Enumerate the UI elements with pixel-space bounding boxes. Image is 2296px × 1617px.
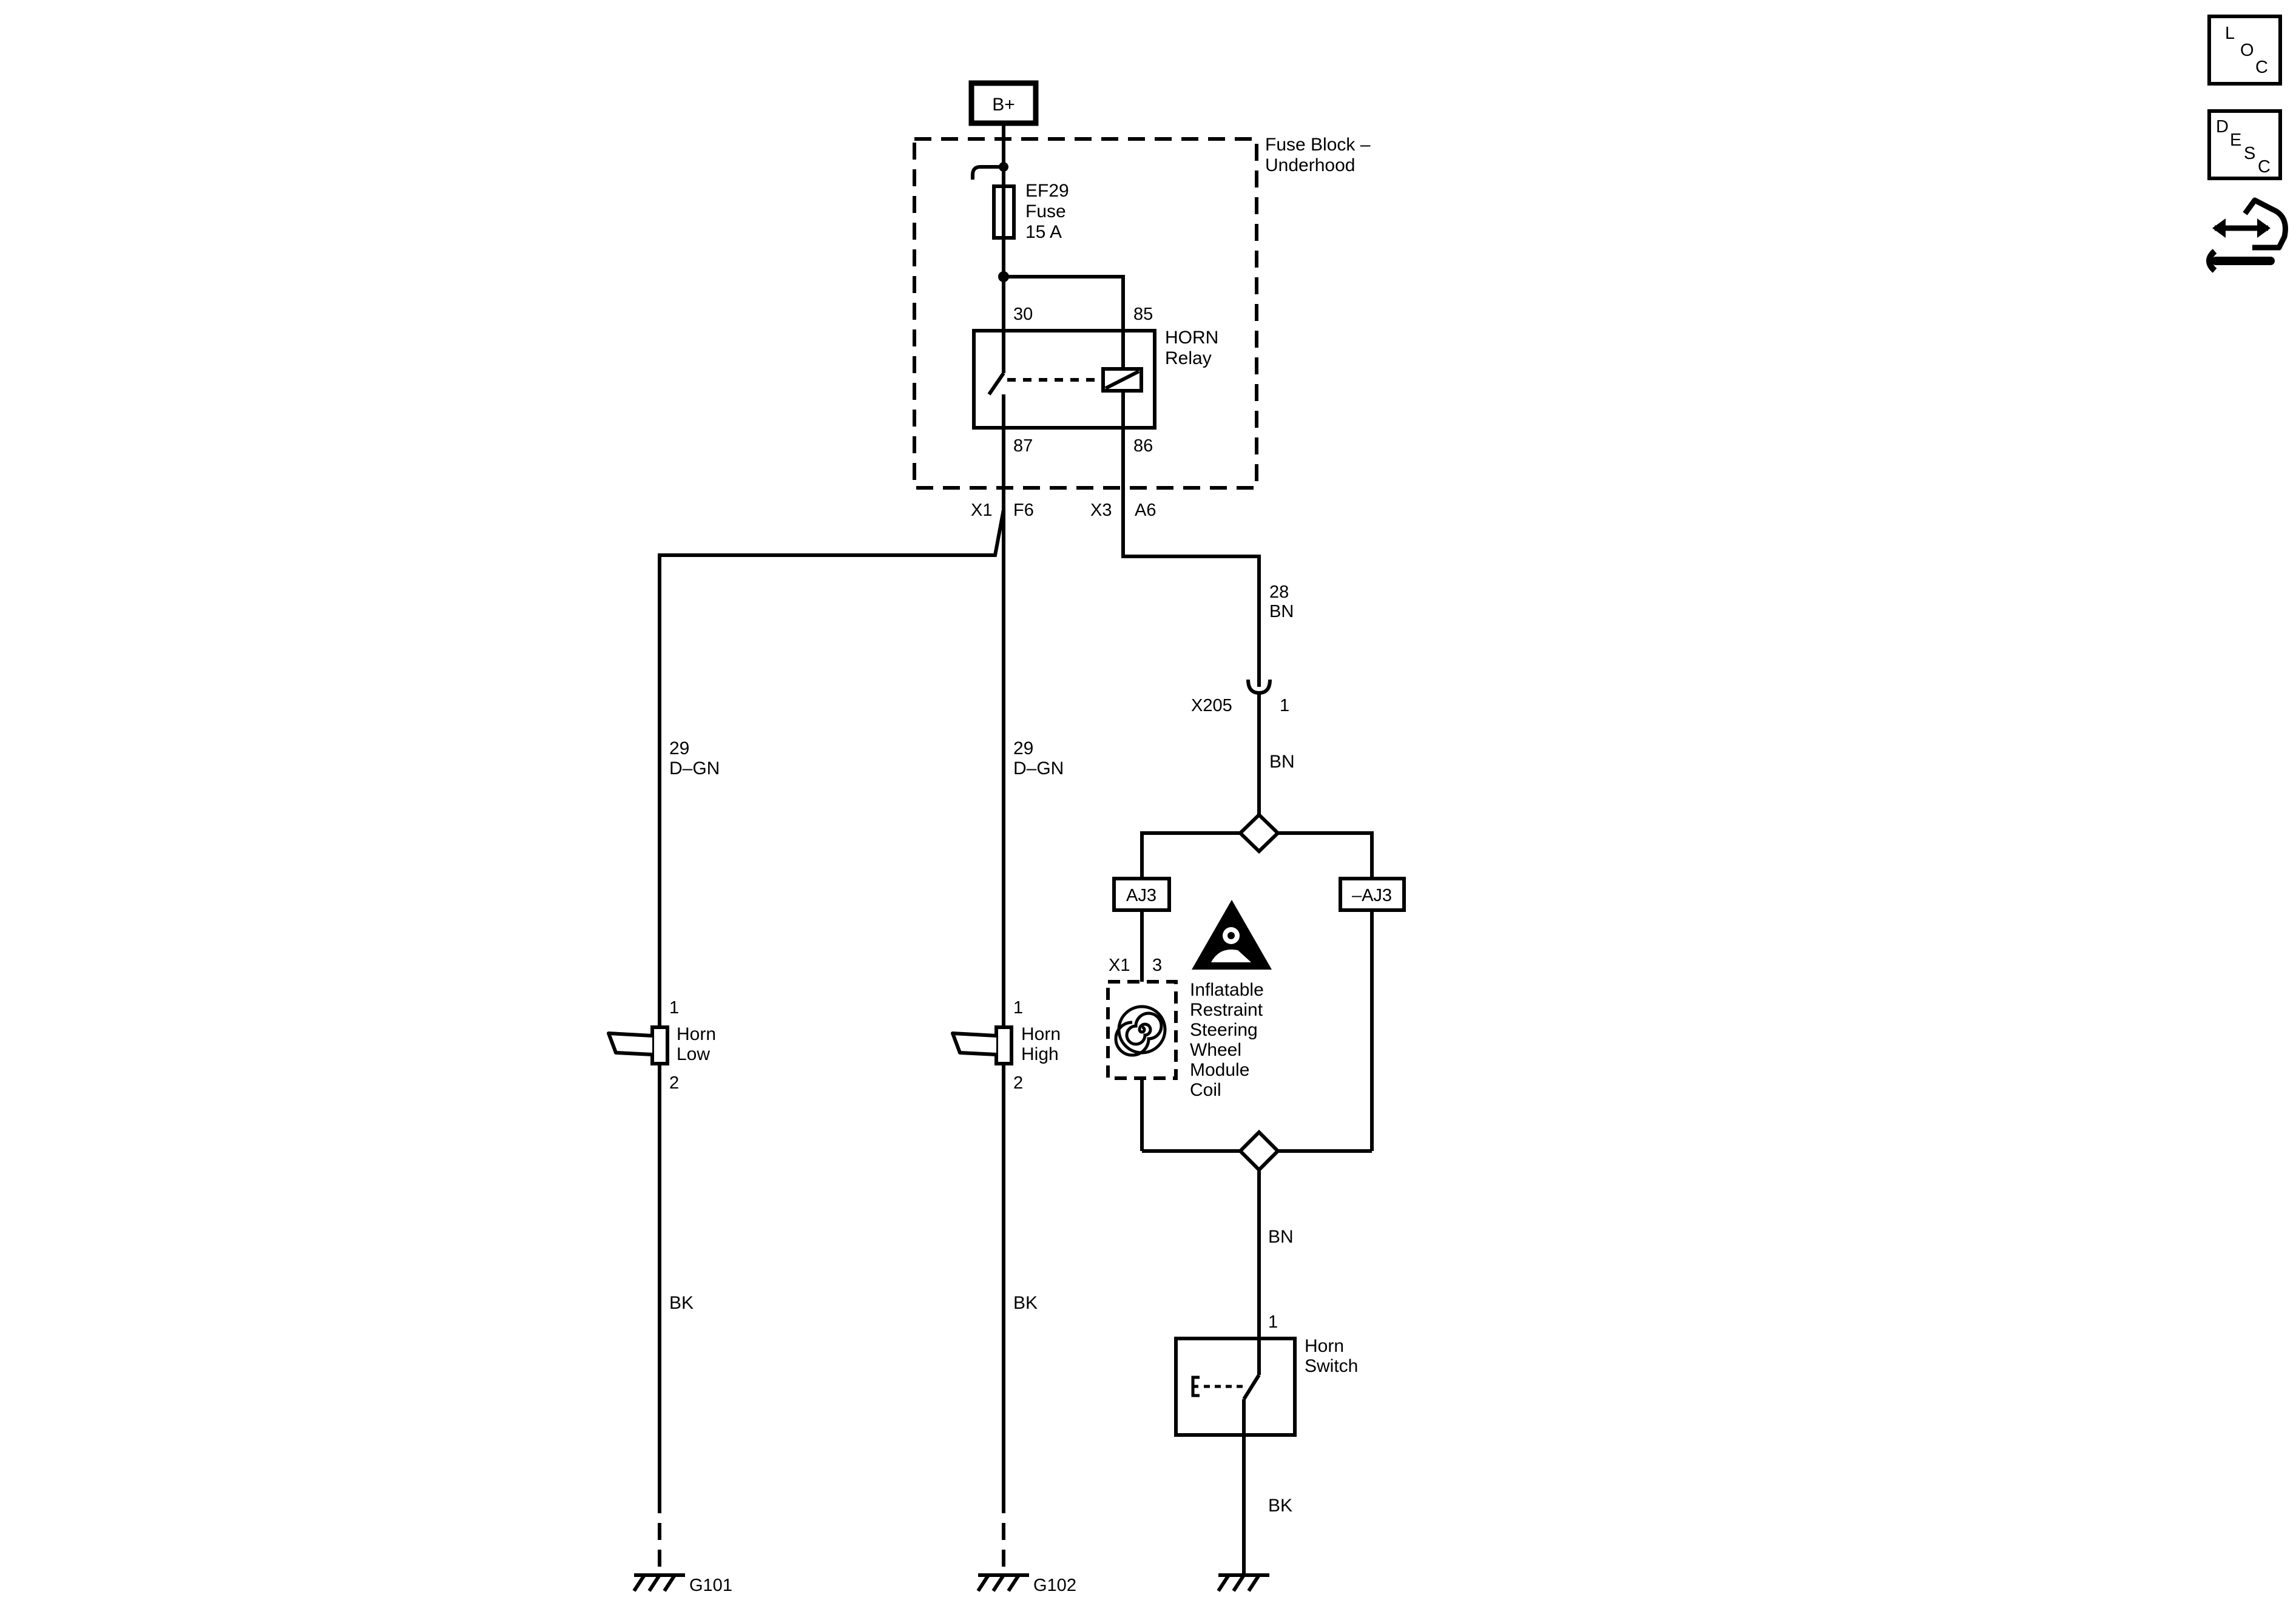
locator-letter-o: O [2240, 41, 2254, 60]
horn-high-label-line2: High [1021, 1044, 1059, 1064]
sir-coil-label-line1: Inflatable [1190, 980, 1264, 1000]
fuse-label-line1: EF29 [1025, 181, 1069, 201]
sir-coil-label-line3: Steering [1190, 1020, 1258, 1040]
horn-switch-label-line2: Switch [1305, 1356, 1358, 1376]
option-split-diamond-top [1237, 812, 1281, 854]
ground-g101-icon [632, 1573, 685, 1592]
sir-connector-pin-label: 3 [1152, 956, 1162, 975]
horn-high-ground-color: BK [1013, 1293, 1038, 1313]
connector-a6-label: A6 [1135, 501, 1156, 520]
ground-g101-label: G101 [689, 1576, 732, 1595]
arrows-wrench-icon[interactable] [2206, 197, 2288, 273]
sir-coil-label-line6: Coil [1190, 1080, 1221, 1100]
horn-high[interactable] [951, 1025, 1013, 1065]
description-letter-e: E [2230, 130, 2241, 150]
horn-switch[interactable] [1174, 1337, 1297, 1437]
horn-high-wire-number: 29 [1013, 738, 1033, 758]
horn-high-label-line1: Horn [1021, 1024, 1061, 1044]
horn-relay[interactable] [972, 329, 1156, 430]
connector-x1-label: X1 [971, 501, 992, 520]
description-letter-s: S [2244, 144, 2255, 163]
fuse-label-line3: 15 A [1025, 222, 1062, 242]
component-locator-button[interactable]: L O C [2207, 15, 2282, 86]
fuse-block-node-top [999, 162, 1008, 172]
relay-pin-87: 87 [1013, 436, 1033, 456]
horn-low-label-line1: Horn [677, 1024, 716, 1044]
fuse-block-label-line1: Fuse Block – [1265, 135, 1371, 155]
option-aj3-wire-top [1140, 831, 1240, 879]
relay-control-wire[interactable] [1121, 428, 1261, 670]
ground-g102-icon [976, 1573, 1029, 1592]
horn-high-pin-2: 2 [1013, 1073, 1023, 1093]
horn-high-pin-1: 1 [1013, 998, 1023, 1018]
connector-x205-label: X205 [1191, 696, 1232, 715]
relay-coil-feed-wire [1004, 275, 1125, 331]
sir-coil-label-line4: Wheel [1190, 1040, 1241, 1060]
relay-label-line2: Relay [1165, 348, 1212, 368]
horn-low-pin-1: 1 [669, 998, 679, 1018]
control-wire-color-middle: BN [1269, 752, 1295, 772]
control-wire-color-lower: BN [1268, 1227, 1294, 1247]
horn-low-ground-color: BK [669, 1293, 694, 1313]
ground-horn-switch-icon [1217, 1573, 1269, 1592]
relay-pin-30: 30 [1013, 305, 1033, 324]
horn-low-wire-color: D–GN [669, 758, 720, 778]
fuse-label-line2: Fuse [1025, 201, 1066, 221]
relay-pin-85: 85 [1133, 305, 1153, 324]
sir-coil-label-line2: Restraint [1190, 1000, 1263, 1020]
option-no-aj3-wire-top [1278, 831, 1374, 879]
locator-letter-l: L [2225, 24, 2235, 43]
option-aj3-box[interactable]: AJ3 [1112, 877, 1171, 912]
airbag-warning-icon [1192, 900, 1272, 970]
description-letter-c: C [2258, 157, 2271, 177]
connector-x205-pin: 1 [1280, 696, 1289, 715]
horn-high-wire-color: D–GN [1013, 758, 1064, 778]
fuse-block-label-line2: Underhood [1265, 155, 1355, 175]
control-wire-number: 28 [1269, 582, 1289, 602]
horn-switch-pin-label: 1 [1268, 1312, 1278, 1332]
horn-low[interactable] [607, 1025, 669, 1065]
connector-f6-label: F6 [1013, 501, 1034, 520]
battery-positive-label: B+ [992, 95, 1015, 115]
relay-label-line1: HORN [1165, 328, 1218, 348]
horn-switch-ground-color: BK [1268, 1496, 1292, 1516]
option-no-aj3-label: –AJ3 [1352, 886, 1392, 905]
sir-steering-wheel-coil[interactable] [1106, 980, 1178, 1080]
connector-x205[interactable] [1246, 670, 1272, 695]
horn-switch-label-line1: Horn [1305, 1336, 1344, 1356]
horn-low-wire-number: 29 [669, 738, 689, 758]
option-aj3-label: AJ3 [1126, 886, 1156, 905]
horn-low-pin-2: 2 [669, 1073, 679, 1093]
ground-g102-label: G102 [1033, 1576, 1076, 1595]
sir-connector-x1-label: X1 [1109, 956, 1130, 975]
connector-x3-label: X3 [1090, 501, 1112, 520]
fuse-ef29[interactable] [992, 184, 1016, 240]
description-operation-button[interactable]: D E S C [2207, 109, 2282, 180]
option-join-diamond-bottom [1237, 1129, 1281, 1173]
battery-positive-block[interactable]: B+ [968, 80, 1039, 126]
sir-coil-label-line5: Module [1190, 1060, 1249, 1080]
locator-letter-c: C [2255, 58, 2268, 77]
description-letter-d: D [2216, 117, 2229, 137]
horn-low-feed-wire[interactable] [658, 509, 1005, 1027]
fuse-block-boundary [913, 137, 1258, 490]
option-no-aj3-box[interactable]: –AJ3 [1339, 877, 1406, 912]
horn-low-label-line2: Low [677, 1044, 710, 1064]
control-wire-color-upper: BN [1269, 602, 1294, 621]
fuse-block-hook [971, 165, 1004, 180]
relay-pin-86: 86 [1133, 436, 1153, 456]
